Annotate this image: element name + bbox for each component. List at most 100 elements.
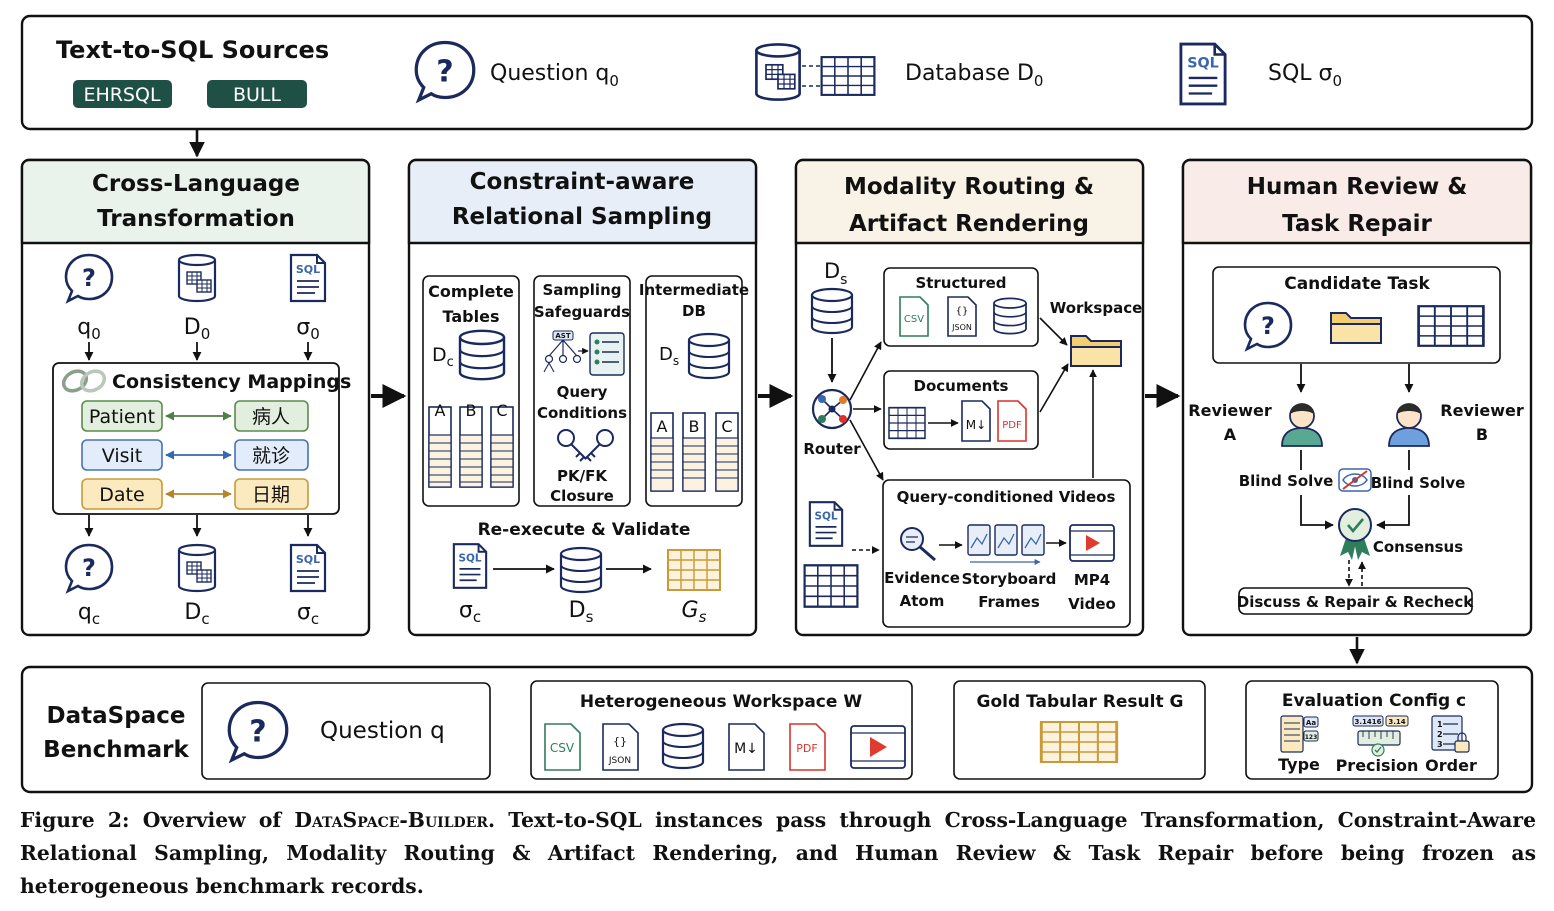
sql-document-icon [452,543,488,589]
doc-pdf-label: PDF [1002,420,1022,431]
sql-document-icon [289,543,327,593]
json-file-icon: {} JSON [947,296,977,337]
panel1-top-d-sub: 0 [201,325,211,343]
figure-caption: Figure 2: Overview of DataSpace-Builder.… [20,804,1536,903]
panel1-bottom-d: D [184,600,201,625]
source-sql-label: SQL σ [1268,61,1333,86]
storyboard-line1: Storyboard [962,570,1057,588]
caption-text: . Text-to-SQL instances pass through Cro… [20,808,1536,898]
router-icon [811,388,853,430]
svg-text:{}: {} [956,306,969,317]
source-tag-bull [207,80,307,108]
source-question-label: Question q [490,61,609,86]
source-tag-ehrsql [73,80,172,108]
panel1-title-line2: Transformation [97,206,295,232]
svg-text:Ds: Ds [824,259,847,288]
type-icon-b: 123 [1305,734,1318,741]
panel1-bottom-q: q [78,600,92,625]
database-icon [993,297,1027,335]
caption-prefix: Figure 2: Overview of [20,808,295,832]
mapping-right-0-label: 病人 [252,406,290,428]
router-label: Router [803,440,861,458]
panel4-title-line1: Human Review & [1247,174,1468,200]
complete-tables-sym: D [432,344,447,366]
storyboard-icon [967,524,1045,565]
panel1-title-line1: Cross-Language [92,171,300,197]
database-icon [458,329,506,381]
flow-d: D [569,598,586,623]
sql-document-icon [1179,42,1227,106]
mp4-line1: MP4 [1074,571,1110,589]
type-icon: Aa 123 [1280,715,1319,753]
svg-text:1: 1 [1437,720,1443,729]
reviewer-a-line1: Reviewer [1188,401,1272,420]
hidden-eye-icon [1338,468,1372,492]
ws-json-label: JSON [608,756,631,766]
mapping-left-2-label: Date [99,484,144,506]
type-icon-a: Aa [1306,719,1316,727]
table-grid-icon [803,564,859,608]
mapping-right-1 [234,439,309,471]
intermediate-line1: Intermediate [639,281,749,299]
table-grid-icon [888,406,926,440]
ws-csv-label: CSV [550,741,575,755]
structured-label: Structured [915,274,1006,292]
query-conditions-line1: Query [557,383,608,401]
complete-col-a: A [435,401,446,420]
question-bubble-icon [1243,301,1293,351]
benchmark-title-line1: DataSpace [47,703,186,729]
panel1-bottom-d-sub: c [201,610,209,628]
query-conditions-line2: Conditions [537,404,627,422]
panel1-bottom-sigma: σ [297,600,311,625]
svg-text:Dc: Dc [432,344,454,370]
precision-icon-a: 3.1416 [1354,718,1381,726]
question-bubble-icon [64,253,114,303]
database-icon [687,332,731,380]
video-icon [1069,524,1115,562]
mapping-left-0 [81,400,163,432]
pdf-file-icon: PDF [789,723,826,771]
svg-text:Gs: Gs [682,598,707,626]
panel1-top-sigma: σ [296,315,310,340]
question-bubble-icon [227,700,289,762]
magnifier-icon [900,527,936,562]
question-bubble-icon [64,543,114,593]
question-bubble-icon [414,40,476,102]
precision-icon: 3.1416 3.14 [1352,715,1409,757]
ast-label: AST [555,332,570,340]
eval-order-label: Order [1425,756,1477,775]
order-icon: 1 2 3 [1431,715,1470,753]
eval-config-title: Evaluation Config c [1282,691,1466,711]
workspace-w-title: Heterogeneous Workspace W [580,692,862,712]
svg-text:σ0: σ0 [296,315,320,343]
ast-tree-icon: AST [543,330,582,373]
safeguards-line1: Sampling [543,281,622,299]
mapping-left-1 [81,439,163,471]
pipeline-diagram: ? SQL [20,14,1534,794]
documents-label: Documents [914,377,1009,395]
svg-text:q0: q0 [77,315,101,343]
database-icon [661,722,705,770]
mapping-left-0-label: Patient [89,406,155,428]
evidence-line2: Atom [900,592,945,610]
flow-sigma: σ [459,598,473,623]
database-icon [755,43,801,101]
benchmark-question-label: Question q [320,718,445,744]
complete-col-c: C [496,401,507,420]
flow-sigma-sub: c [473,608,481,626]
svg-text:2: 2 [1437,730,1443,739]
mappings-title: Consistency Mappings [112,371,351,393]
sources-title: Text-to-SQL Sources [56,36,329,64]
database-icon [810,287,854,335]
svg-text:SQL σ0: SQL σ0 [1268,61,1342,90]
panel3-ds: D [824,259,840,283]
panel3-title-line2: Artifact Rendering [849,211,1089,237]
caption-system-name: DataSpace-Builder [294,808,488,832]
intermediate-col-a: A [657,417,668,436]
mapping-right-2-label: 日期 [252,484,290,506]
storyboard-line2: Frames [978,593,1040,611]
complete-col-b: B [466,401,477,420]
folder-icon [1070,335,1122,367]
flow-g: G [682,598,699,623]
structured-json-label: JSON [951,323,972,332]
